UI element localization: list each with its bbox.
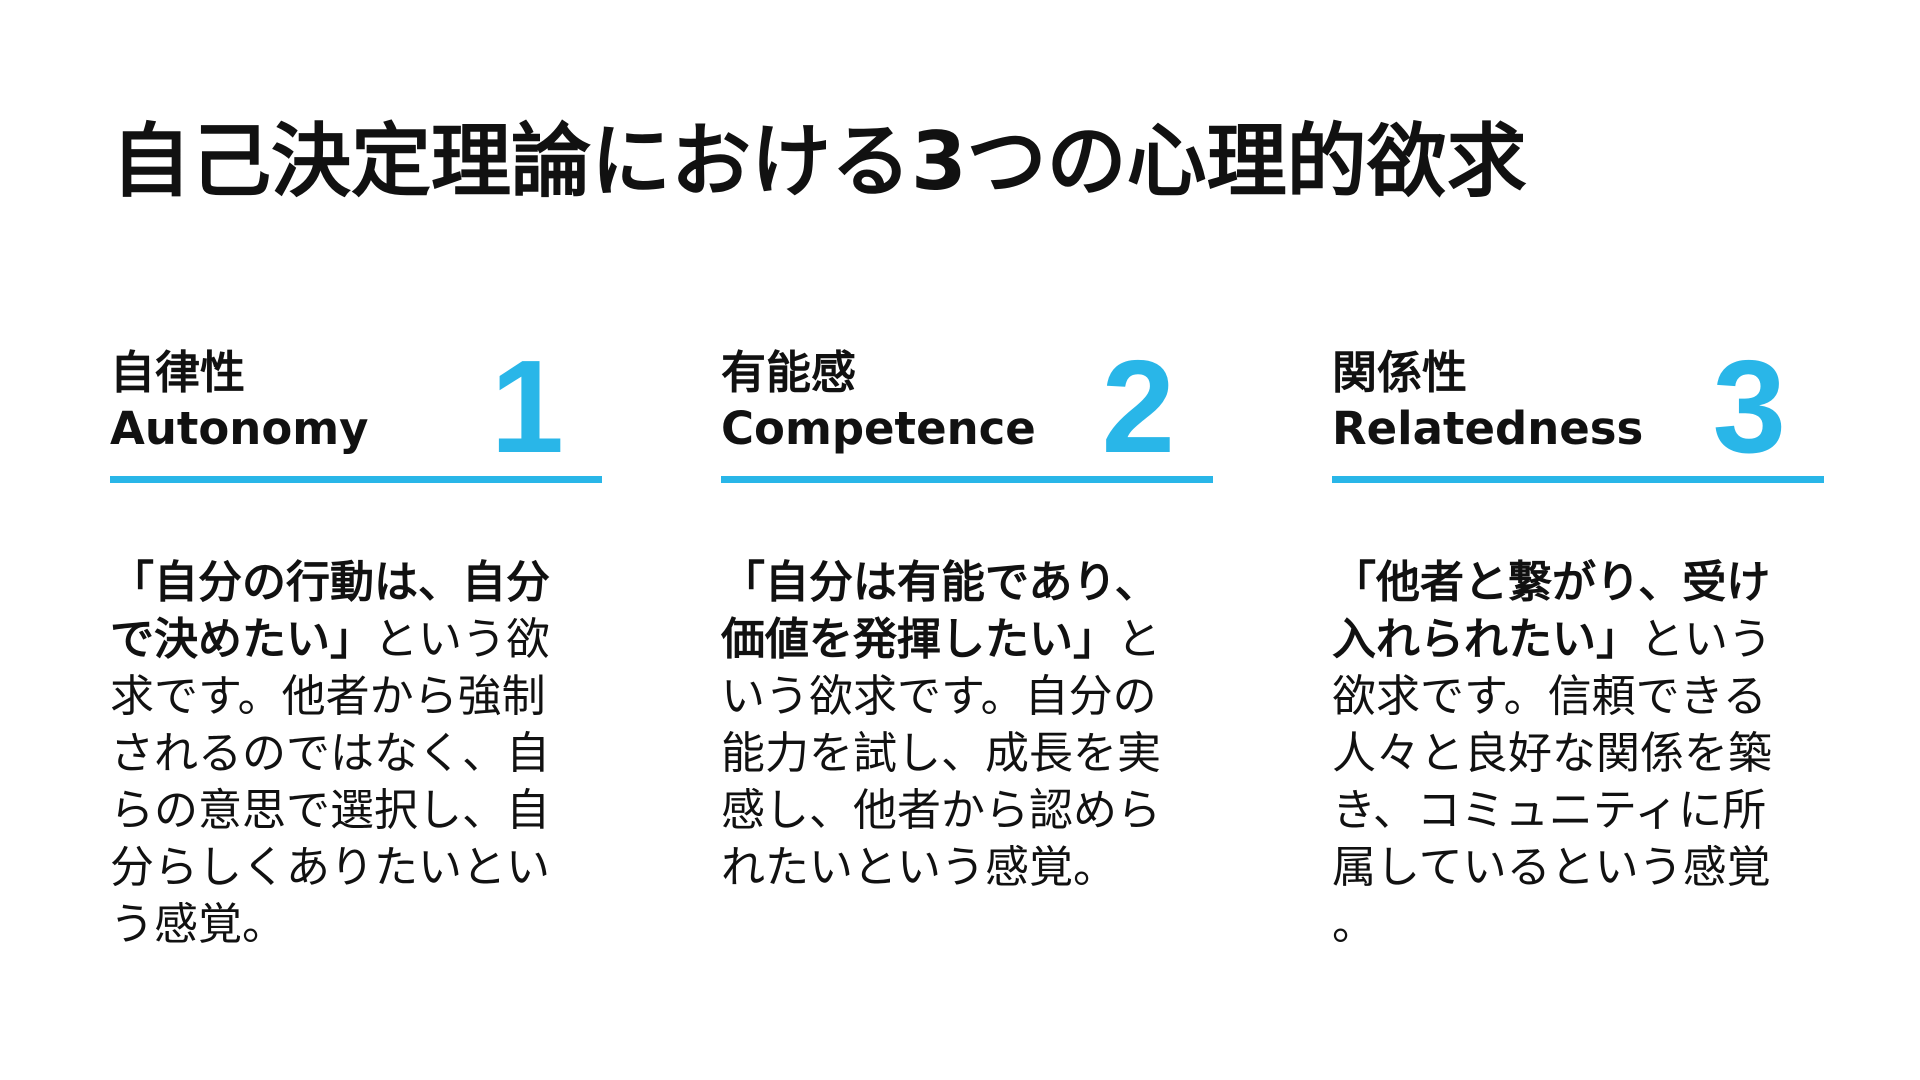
card-number: 2 xyxy=(1101,333,1175,480)
page-title: 自己決定理論における3つの心理的欲求 xyxy=(111,115,1527,208)
card-quote: 「他者と繋がり、受け入れられたい」 xyxy=(1332,557,1771,665)
card-divider xyxy=(110,476,602,483)
card-description-text: という欲求です。他者から強制されるのではなく、自らの意思で選択し、自分らしくあり… xyxy=(110,614,550,950)
card-number: 3 xyxy=(1712,333,1786,480)
card-header: 関係性 Relatedness 3 xyxy=(1332,337,1824,483)
need-card-competence: 有能感 Competence 2 「自分は有能であり、価値を発揮したい」という欲… xyxy=(721,337,1213,935)
card-description: 「自分は有能であり、価値を発揮したい」という欲求です。自分の能力を試し、成長を実… xyxy=(721,554,1199,896)
card-description: 「自分の行動は、自分で決めたい」という欲求です。他者から強制されるのではなく、自… xyxy=(110,554,588,953)
card-header: 自律性 Autonomy 1 xyxy=(110,337,602,483)
card-name-en: Relatedness xyxy=(1332,402,1644,455)
card-name-ja: 関係性 xyxy=(1332,346,1468,399)
need-card-autonomy: 自律性 Autonomy 1 「自分の行動は、自分で決めたい」という欲求です。他… xyxy=(110,337,602,950)
card-divider xyxy=(721,476,1213,483)
card-description: 「他者と繋がり、受け入れられたい」という欲求です。信頼できる人々と良好な関係を築… xyxy=(1332,554,1810,953)
card-number: 1 xyxy=(490,333,564,480)
card-name-ja: 自律性 xyxy=(110,346,246,399)
card-quote: 「自分の行動は、自分で決めたい」 xyxy=(110,557,550,665)
card-name-en: Autonomy xyxy=(110,402,369,455)
card-description-text: という欲求です。信頼できる人々と良好な関係を築き、コミュニティに所属しているとい… xyxy=(1332,614,1772,950)
card-quote: 「自分は有能であり、価値を発揮したい」 xyxy=(721,557,1159,665)
card-divider xyxy=(1332,476,1824,483)
card-description-text: という欲求です。自分の能力を試し、成長を実感し、他者から認められたいという感覚。 xyxy=(721,614,1161,893)
need-card-relatedness: 関係性 Relatedness 3 「他者と繋がり、受け入れられたい」という欲求… xyxy=(1332,337,1824,950)
card-name-en: Competence xyxy=(721,402,1036,455)
card-header: 有能感 Competence 2 xyxy=(721,337,1213,483)
card-name-ja: 有能感 xyxy=(721,346,857,399)
